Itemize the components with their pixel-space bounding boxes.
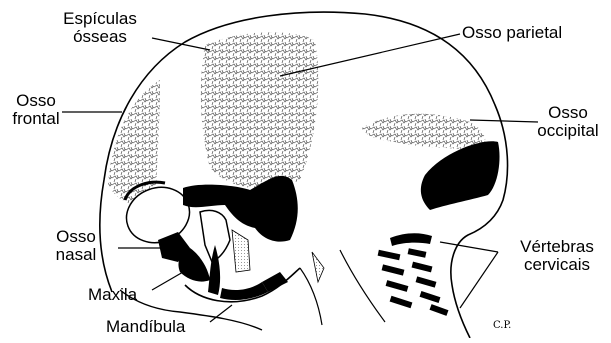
label-osso-nasal: Osso nasal <box>44 228 108 264</box>
label-vertebras-cervicais: Vértebras cervicais <box>506 238 608 274</box>
label-nasal-line2: nasal <box>44 246 108 264</box>
label-espiculas-line2: ósseas <box>60 28 140 46</box>
label-frontal-line1: Osso <box>4 92 68 110</box>
label-osso-occipital: Osso occipital <box>528 104 608 140</box>
label-occipital-line2: occipital <box>528 122 608 140</box>
label-vertebras-line1: Vértebras <box>506 238 608 256</box>
occipital-ossification <box>362 114 485 150</box>
label-espiculas-osseas: Espículas ósseas <box>60 10 140 46</box>
label-vertebras-line2: cervicais <box>506 256 608 274</box>
label-mandibula: Mandíbula <box>106 318 185 336</box>
cervical-vertebrae <box>378 233 449 316</box>
parietal-ossification <box>201 32 318 188</box>
label-osso-frontal: Osso frontal <box>4 92 68 128</box>
occipital-bone <box>421 141 500 210</box>
sphenoid-bone <box>183 176 298 242</box>
label-osso-parietal: Osso parietal <box>462 24 562 42</box>
artist-signature: C.P. <box>493 320 511 331</box>
label-nasal-line1: Osso <box>44 228 108 246</box>
label-espiculas-line1: Espículas <box>60 10 140 28</box>
label-frontal-line2: frontal <box>4 110 68 128</box>
label-maxila: Maxila <box>88 286 137 304</box>
label-occipital-line1: Osso <box>528 104 608 122</box>
